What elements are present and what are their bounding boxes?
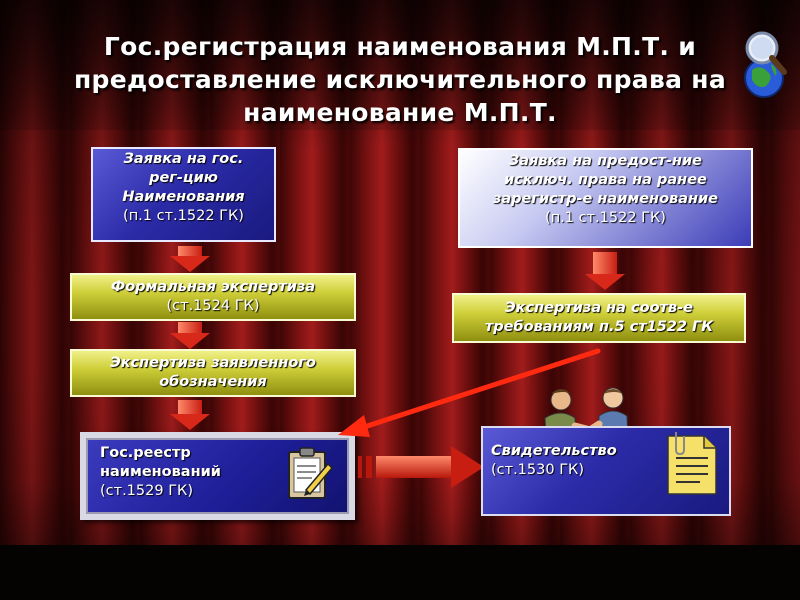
designation-exam-line-2: обозначения xyxy=(159,374,267,390)
exclusive-right-line-2: исключ. права на ранее xyxy=(504,172,707,188)
arrow-shaft xyxy=(178,400,202,418)
application-registration-line-1: Заявка на гос. xyxy=(123,151,244,167)
magnifier-globe-icon xyxy=(744,31,787,98)
formal-exam-line-2: (ст.1524 ГК) xyxy=(166,298,260,314)
application-exclusive-right-box: Заявка на предост-ние исключ. права на р… xyxy=(458,148,753,248)
arrow-to-designation-exam xyxy=(170,322,210,349)
application-registration-box: Заявка на гос. рег-цию Наименования (п.1… xyxy=(91,147,276,242)
application-registration-line-3: Наименования xyxy=(122,189,245,205)
formal-exam-line-1: Формальная экспертиза xyxy=(110,279,316,295)
registry-line-1: Гос.реестр xyxy=(100,445,191,461)
exclusive-right-line-4: (п.1 ст.1522 ГК) xyxy=(545,210,666,226)
arrow-head xyxy=(585,274,625,290)
document-paperclip-icon xyxy=(667,432,717,495)
arrow-to-registry-diagonal xyxy=(338,348,601,437)
certificate-line-1: Свидетельство xyxy=(491,443,617,459)
state-registry-box: Гос.реестр наименований (ст.1529 ГК) xyxy=(80,432,355,520)
arrow-to-compliance-exam xyxy=(585,252,625,290)
arrow-shaft xyxy=(593,252,617,275)
arrow-to-registry xyxy=(170,400,210,430)
slide-title: Гос.регистрация наименования М.П.Т. и пр… xyxy=(40,30,760,129)
exclusive-right-line-1: Заявка на предост-ние xyxy=(508,153,703,169)
designation-exam-line-1: Экспертиза заявленного xyxy=(110,355,316,371)
arrow-head xyxy=(170,414,210,430)
application-registration-line-4: (п.1 ст.1522 ГК) xyxy=(123,208,244,224)
exclusive-right-line-3: зарегистр-е наименование xyxy=(492,191,719,207)
title-line-1: Гос.регистрация наименования М.П.Т. и xyxy=(103,32,697,61)
compliance-exam-box: Экспертиза на соотв-е требованиям п.5 ст… xyxy=(452,293,746,343)
arrow-to-certificate xyxy=(358,446,484,488)
arrow-to-formal-exam xyxy=(170,246,210,272)
registry-line-3: (ст.1529 ГК) xyxy=(100,483,193,499)
compliance-exam-line-2: требованиям п.5 ст1522 ГК xyxy=(484,319,714,335)
arrow-head xyxy=(170,333,210,349)
arrow-head xyxy=(170,256,210,272)
application-registration-line-2: рег-цию xyxy=(149,170,218,186)
title-line-2: предоставление исключительного права на xyxy=(73,65,727,94)
compliance-exam-line-1: Экспертиза на соотв-е xyxy=(505,300,693,316)
title-line-3: наименование М.П.Т. xyxy=(243,98,557,127)
stage-floor xyxy=(0,545,800,600)
designation-exam-box: Экспертиза заявленного обозначения xyxy=(70,349,356,397)
clipboard-pen-icon xyxy=(288,447,334,499)
certificate-line-2: (ст.1530 ГК) xyxy=(491,462,584,478)
formal-exam-box: Формальная экспертиза (ст.1524 ГК) xyxy=(70,273,356,321)
registry-line-2: наименований xyxy=(100,464,221,480)
